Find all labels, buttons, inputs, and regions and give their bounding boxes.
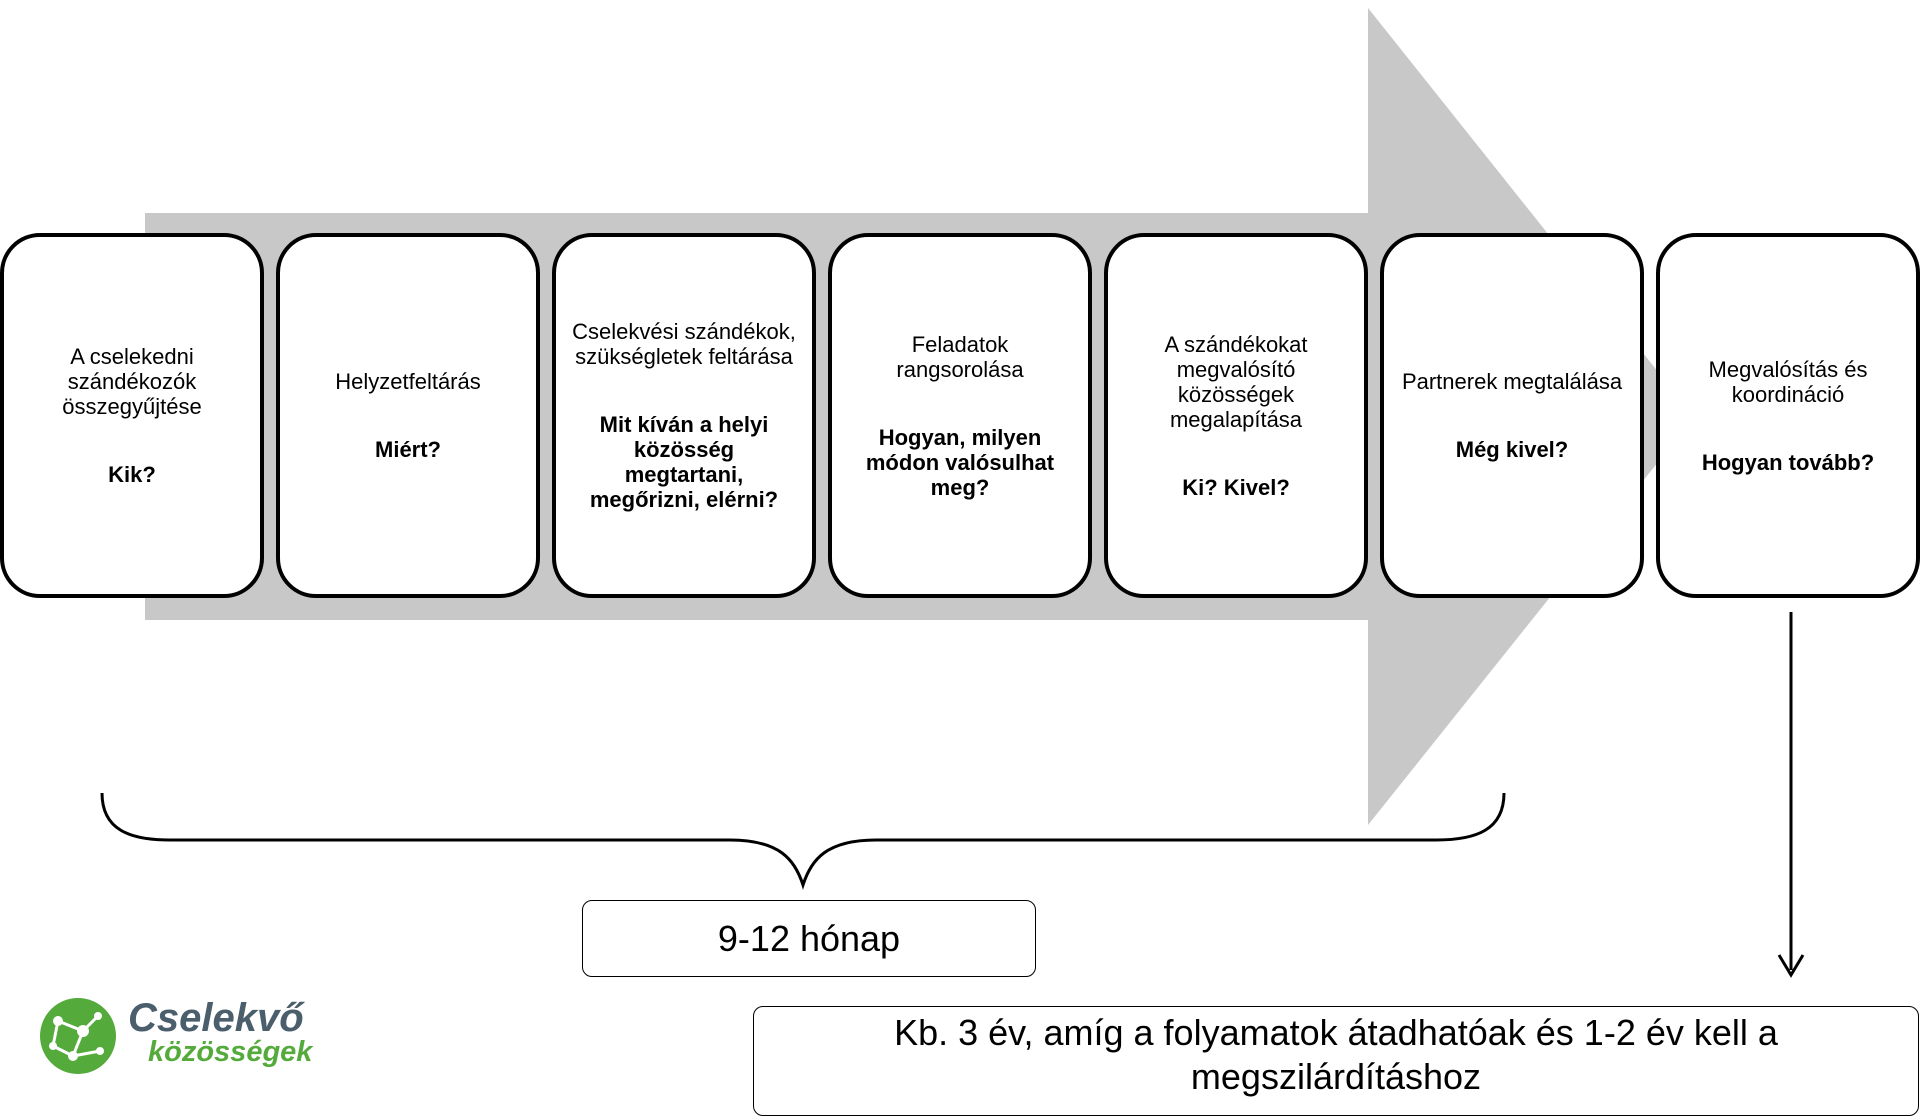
step-question: Még kivel? (1455, 437, 1569, 462)
step-title: Helyzetfeltárás (335, 369, 481, 394)
cselekvo-kozossegek-logo: Cselekvő közösségek (38, 996, 318, 1076)
step-question: Miért? (375, 437, 441, 462)
step-question: Hogyan, milyen módon valósulhat meg? (865, 424, 1055, 500)
step-3: Cselekvési szándékok, szükségletek feltá… (552, 233, 816, 598)
timeline-arrow-head (1777, 954, 1805, 978)
duration-brace (100, 792, 1506, 890)
step-question: Mit kíván a helyi közösség megtartani, m… (589, 412, 779, 512)
step-title: A szándékokat megvalósító közösségek meg… (1164, 331, 1308, 432)
step-title: Partnerek megtalálása (1401, 369, 1623, 394)
step-1: A cselekedni szándékozók összegyűjtése K… (0, 233, 264, 598)
logo-text-line2: közösségek (148, 1036, 313, 1068)
step-title: Feladatok rangsorolása (896, 331, 1024, 382)
duration-long-label: Kb. 3 év, amíg a folyamatok átadhatóak é… (753, 1006, 1919, 1116)
network-icon (40, 998, 116, 1074)
logo-text-line1: Cselekvő (128, 996, 304, 1040)
step-question: Kik? (108, 462, 156, 487)
step-question: Hogyan tovább? (1701, 449, 1875, 475)
step-title: Megvalósítás és koordináció (1708, 356, 1868, 407)
step-title: A cselekedni szándékozók összegyűjtése (62, 344, 202, 419)
step-2: Helyzetfeltárás Miért? (276, 233, 540, 598)
step-6: Partnerek megtalálása Még kivel? (1380, 233, 1644, 598)
step-4: Feladatok rangsorolása Hogyan, milyen mó… (828, 233, 1092, 598)
step-7: Megvalósítás és koordináció Hogyan továb… (1656, 233, 1920, 598)
step-5: A szándékokat megvalósító közösségek meg… (1104, 233, 1368, 598)
duration-short-label: 9-12 hónap (582, 900, 1036, 977)
step-question: Ki? Kivel? (1182, 474, 1290, 500)
step-title: Cselekvési szándékok, szükségletek feltá… (572, 319, 796, 369)
